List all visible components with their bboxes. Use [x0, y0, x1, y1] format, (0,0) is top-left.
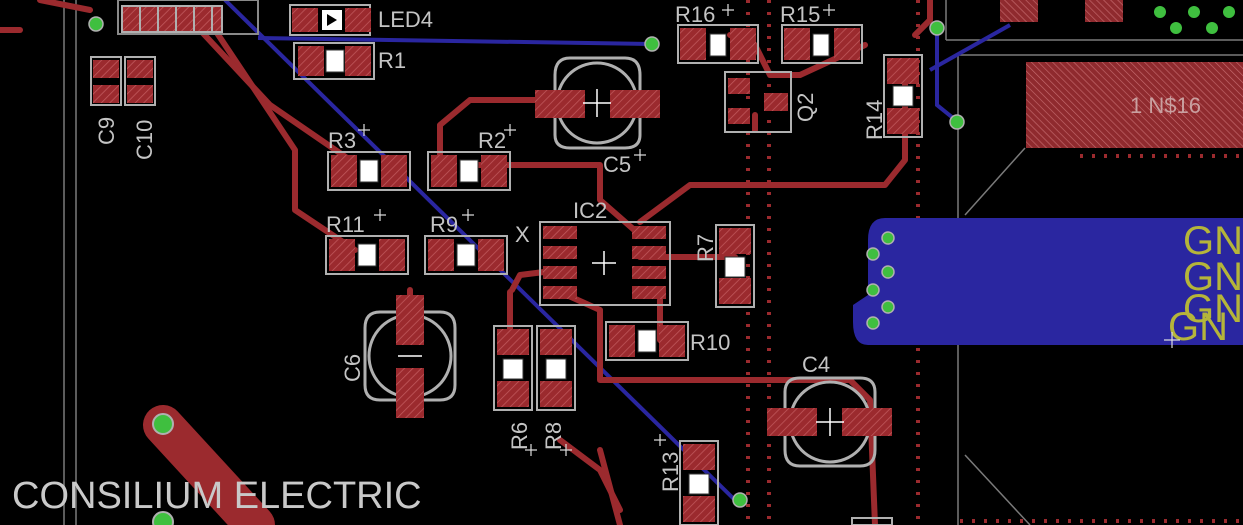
top-copper-traces: [0, 0, 933, 525]
label-r15: R15: [780, 2, 820, 27]
bottom-part: [851, 517, 893, 525]
label-ic2: IC2: [573, 198, 607, 223]
r15[interactable]: [781, 24, 863, 64]
label-r3: R3: [328, 128, 356, 153]
c5[interactable]: [535, 56, 660, 150]
label-r14: R14: [862, 100, 887, 140]
top-right-pad: [1000, 0, 1038, 22]
gnd-label-4: GN: [1168, 305, 1228, 349]
label-r2: R2: [478, 128, 506, 153]
r9[interactable]: [424, 235, 508, 275]
label-c4: C4: [802, 352, 830, 377]
r1[interactable]: [293, 42, 375, 80]
label-c10: C10: [132, 120, 157, 160]
r2[interactable]: [427, 151, 511, 191]
r11[interactable]: [325, 235, 409, 275]
label-q2: Q2: [793, 93, 818, 122]
label-r6: R6: [507, 422, 532, 450]
led4[interactable]: [289, 4, 371, 36]
board-outline: [63, 0, 1243, 525]
label-r10: R10: [690, 330, 730, 355]
c4[interactable]: [767, 376, 892, 468]
label-r7: R7: [693, 234, 718, 262]
vias: [88, 6, 1235, 525]
label-n16: 1 N$16: [1130, 93, 1201, 118]
ic2[interactable]: [539, 221, 671, 306]
label-c5: C5: [603, 152, 631, 177]
label-led4: LED4: [378, 7, 433, 32]
r16[interactable]: [677, 24, 759, 64]
gnd-label-3: GN: [1183, 287, 1243, 331]
label-r13: R13: [658, 452, 683, 492]
label-c6: C6: [340, 354, 365, 382]
r6[interactable]: [493, 325, 533, 411]
origin-markers: [358, 4, 1180, 456]
gnd-label-1: GN: [1183, 219, 1243, 263]
r14[interactable]: [883, 54, 923, 138]
label-x: X: [515, 222, 530, 247]
c10[interactable]: [124, 56, 156, 106]
thick-copper-trace: [143, 405, 275, 525]
label-r16: R16: [675, 2, 715, 27]
label-r11: R11: [326, 212, 365, 237]
company-label: CONSILIUM ELECTRIC: [12, 475, 422, 517]
n16-pad: [1026, 62, 1243, 148]
label-r9: R9: [430, 212, 458, 237]
r8[interactable]: [536, 325, 576, 411]
c9[interactable]: [90, 56, 122, 106]
connector-header: [117, 0, 259, 35]
r3[interactable]: [327, 151, 411, 191]
r10[interactable]: [605, 321, 689, 361]
r7[interactable]: [715, 224, 755, 308]
c6[interactable]: [363, 295, 457, 418]
r13[interactable]: [679, 440, 719, 525]
label-r8: R8: [541, 422, 566, 450]
label-r1: R1: [378, 48, 406, 73]
top-right-pad-2: [1085, 0, 1123, 22]
gnd-label-2: GN: [1183, 255, 1243, 299]
q2[interactable]: [724, 71, 792, 133]
label-c9: C9: [94, 117, 119, 145]
